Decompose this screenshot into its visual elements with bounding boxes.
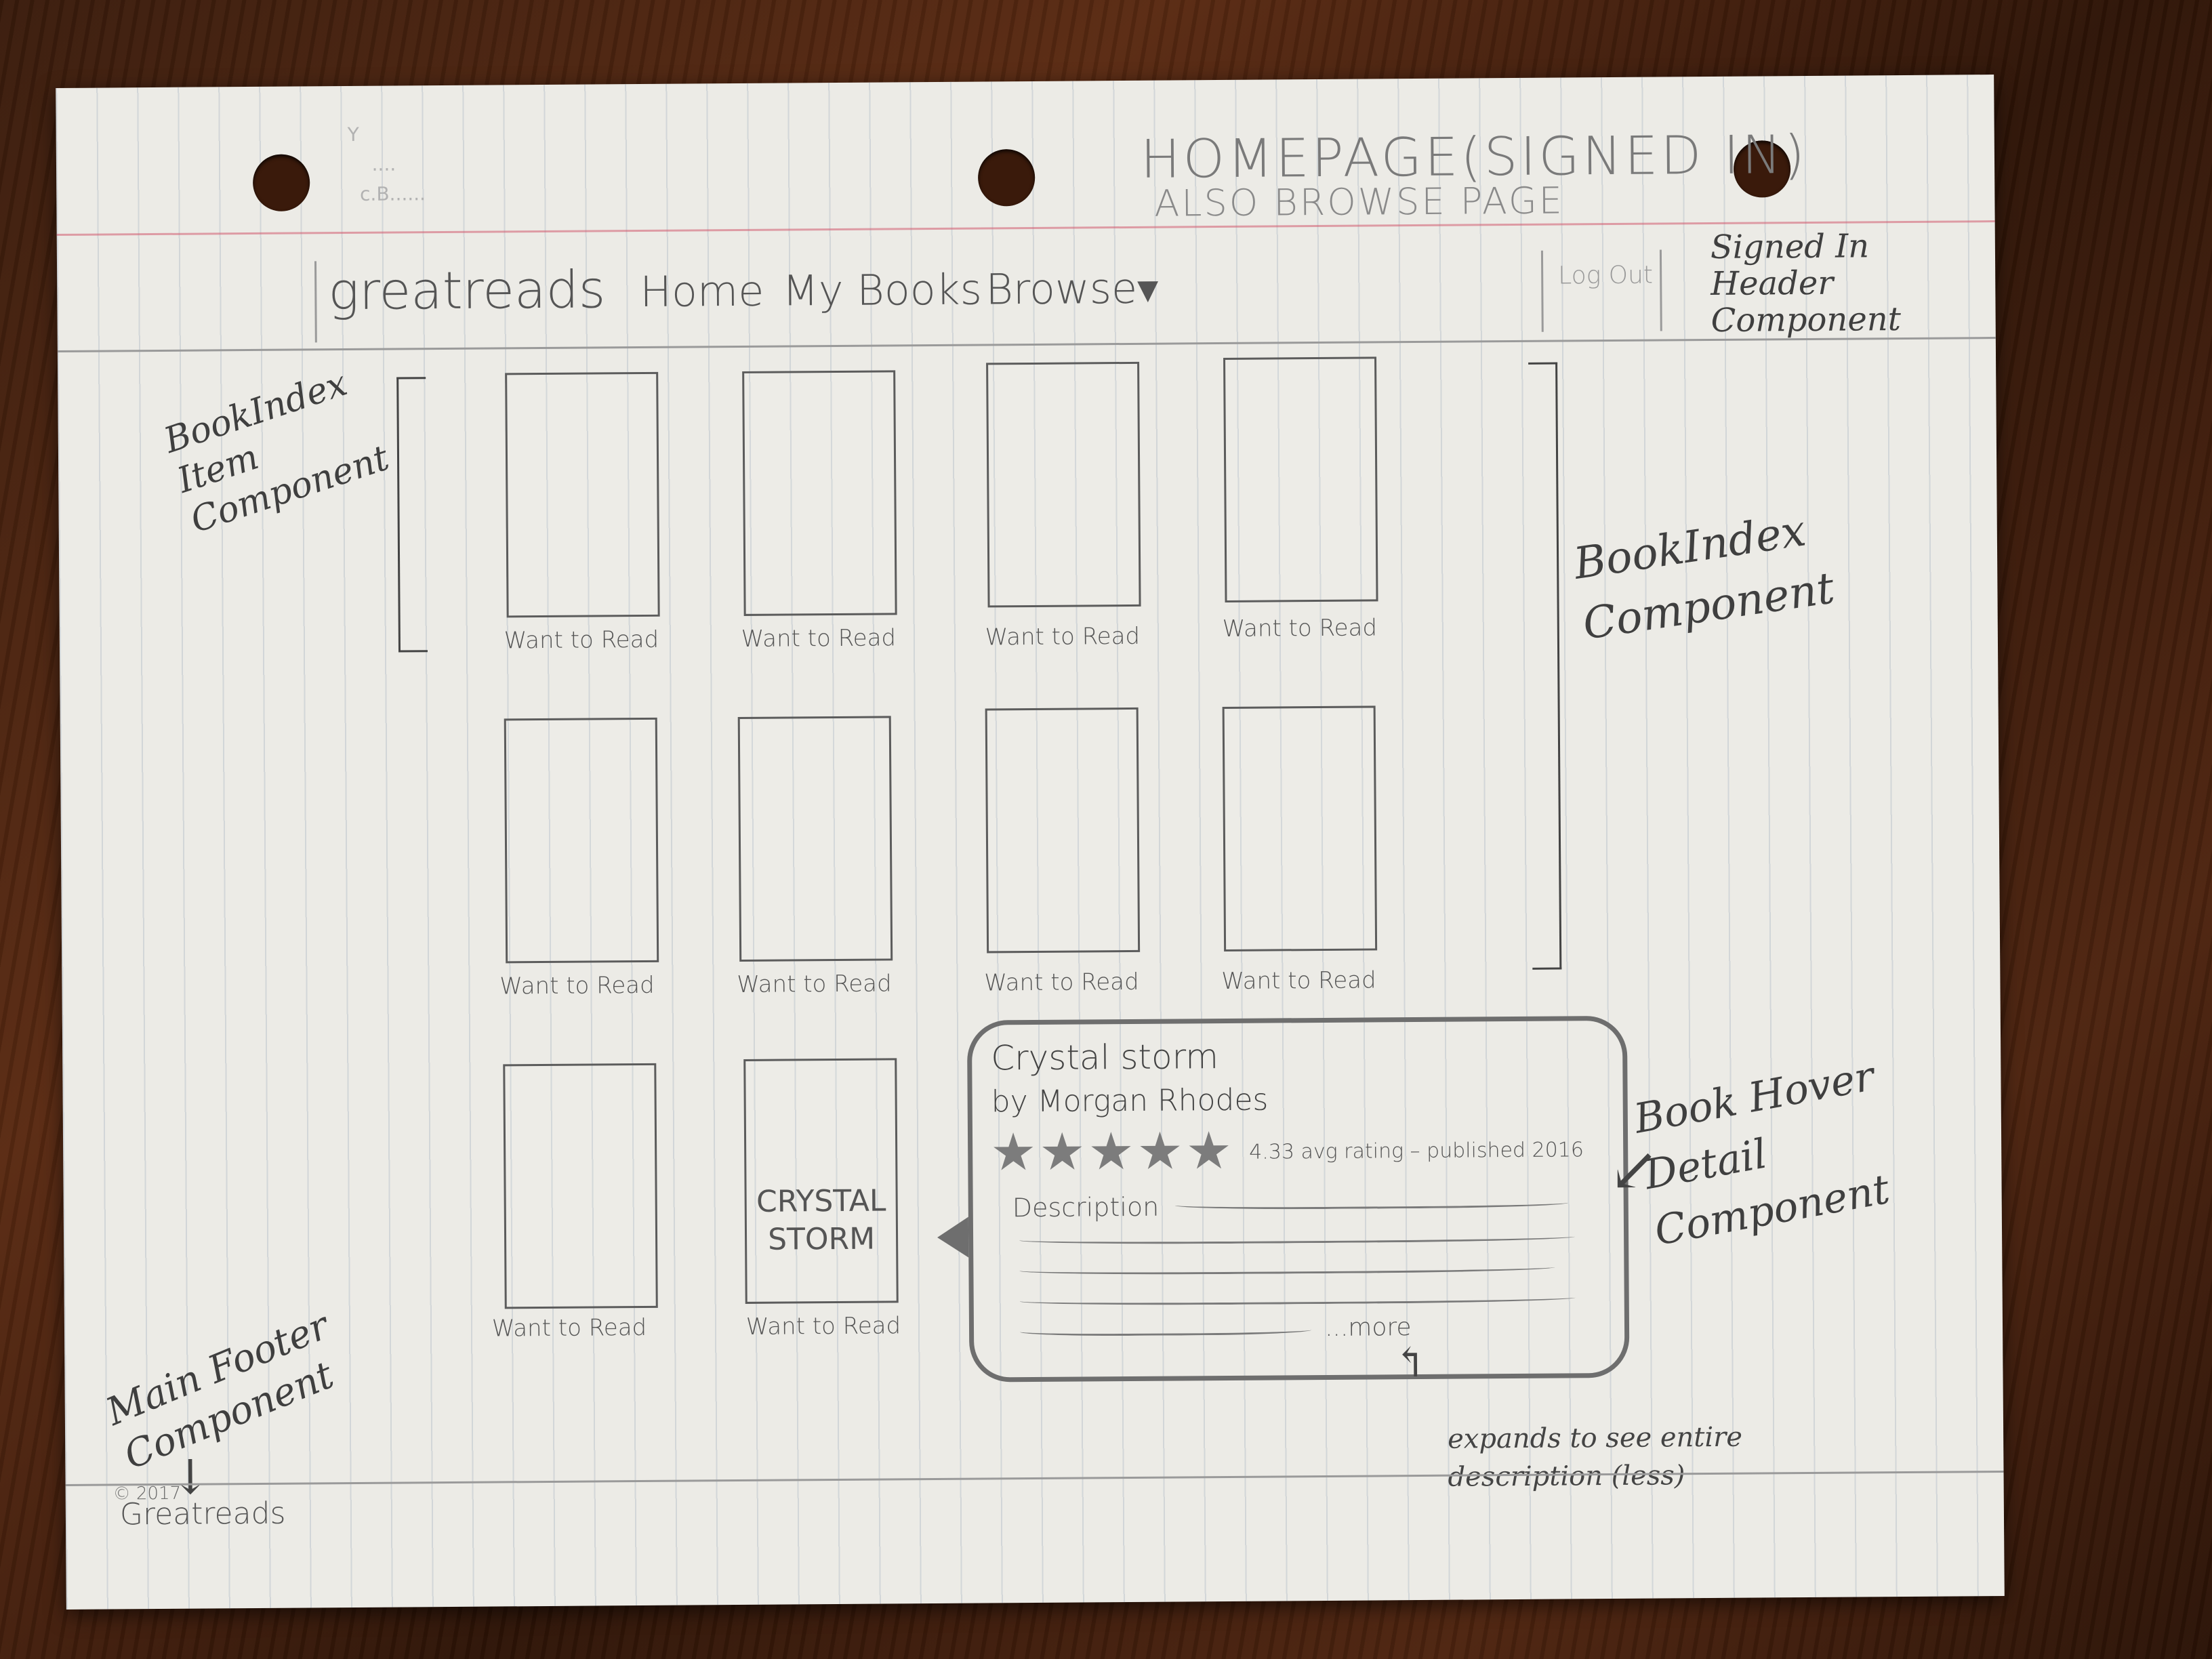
brand-logo[interactable]: greatreads bbox=[327, 259, 606, 322]
hover-book-title[interactable]: Crystal storm bbox=[991, 1037, 1219, 1078]
book-cover[interactable] bbox=[1222, 705, 1378, 952]
want-to-read-button[interactable]: Want to Read bbox=[985, 622, 1141, 651]
logout-button[interactable]: Log Out bbox=[1558, 261, 1654, 290]
header-annotation: Signed In Header Component bbox=[1710, 227, 1902, 340]
want-to-read-button[interactable]: Want to Read bbox=[499, 971, 655, 1000]
book-cover[interactable] bbox=[505, 371, 660, 618]
expand-annotation: expands to see entire description (less) bbox=[1448, 1421, 1743, 1493]
sketch-paper: Y .... c.B...... HOMEPAGE(SIGNED IN) ALS… bbox=[56, 75, 2005, 1610]
hover-book-author[interactable]: by Morgan Rhodes bbox=[991, 1082, 1269, 1120]
erased-note: Y .... c.B...... bbox=[347, 123, 426, 206]
binder-hole bbox=[252, 154, 310, 211]
more-link[interactable]: ...more bbox=[1324, 1313, 1412, 1342]
want-to-read-button[interactable]: Want to Read bbox=[745, 1312, 901, 1340]
want-to-read-button[interactable]: Want to Read bbox=[737, 970, 892, 999]
book-cover[interactable] bbox=[742, 370, 897, 616]
nav-my-books[interactable]: My Books bbox=[782, 264, 983, 316]
arrow-icon: ↰ bbox=[1393, 1338, 1427, 1387]
bookindex-annotation: BookIndex Component bbox=[1570, 506, 1838, 650]
hover-detail-annotation: Book Hover Detail Component bbox=[1630, 1052, 1893, 1255]
rating-summary: 4.33 avg rating – published 2016 bbox=[1249, 1138, 1584, 1164]
book-cover[interactable] bbox=[986, 361, 1141, 608]
footer-brand: Greatreads bbox=[119, 1496, 286, 1532]
book-cover-crystal-storm[interactable]: CRYSTAL STORM bbox=[743, 1058, 899, 1304]
arrow-icon: ↙ bbox=[1608, 1134, 1660, 1206]
book-cover[interactable] bbox=[1223, 356, 1378, 602]
book-cover[interactable] bbox=[503, 1063, 658, 1309]
footer-annotation: Main Footer Component bbox=[100, 1303, 340, 1479]
book-cover[interactable] bbox=[985, 707, 1141, 954]
want-to-read-button[interactable]: Want to Read bbox=[504, 626, 659, 655]
want-to-read-button[interactable]: Want to Read bbox=[491, 1313, 647, 1343]
want-to-read-button[interactable]: Want to Read bbox=[1222, 614, 1378, 643]
book-cover[interactable] bbox=[504, 717, 659, 964]
bookindex-item-annotation: BookIndex Item Component bbox=[159, 363, 394, 541]
page-subtitle: ALSO BROWSE PAGE bbox=[1154, 179, 1565, 225]
book-cover[interactable] bbox=[737, 716, 893, 962]
nav-home[interactable]: Home bbox=[640, 266, 764, 316]
item-bracket bbox=[396, 377, 428, 653]
want-to-read-button[interactable]: Want to Read bbox=[741, 624, 897, 653]
want-to-read-button[interactable]: Want to Read bbox=[984, 968, 1139, 997]
nav-browse-dropdown[interactable]: Browse▾ bbox=[985, 263, 1159, 314]
hover-pointer bbox=[937, 1216, 969, 1258]
margin-line bbox=[56, 220, 1995, 237]
index-bracket bbox=[1528, 362, 1562, 970]
description-label: Description bbox=[1012, 1191, 1160, 1223]
binder-hole bbox=[977, 148, 1036, 207]
star-rating-icon[interactable]: ★★★★★ bbox=[989, 1120, 1235, 1183]
want-to-read-button[interactable]: Want to Read bbox=[1221, 966, 1376, 996]
